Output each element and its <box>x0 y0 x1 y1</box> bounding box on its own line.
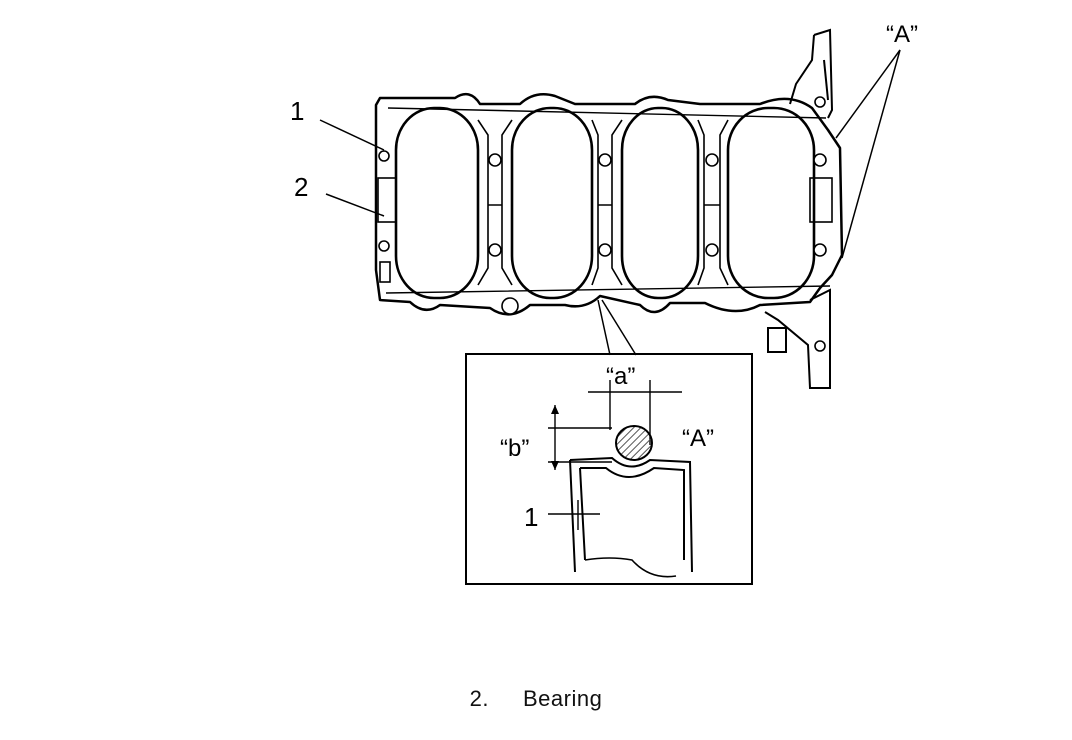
side-blocks <box>377 177 833 283</box>
caption-text: Bearing <box>523 686 603 711</box>
figure-caption: 2. Bearing <box>0 686 1072 712</box>
sealant-bead <box>615 425 653 461</box>
callout-b-detail: “b” <box>500 435 529 462</box>
bearing-bores <box>394 106 816 300</box>
callout-a-detail: “a” <box>606 363 635 390</box>
callout-A-detail: “A” <box>682 425 714 452</box>
detail-inset <box>465 353 753 585</box>
webs <box>477 119 729 286</box>
bolt-holes <box>378 96 827 352</box>
caption-number: 2. <box>469 686 489 711</box>
callout-1: 1 <box>290 96 304 126</box>
callout-2: 2 <box>294 172 308 202</box>
callout-1-detail: 1 <box>524 502 538 532</box>
upper-bracket <box>789 28 834 119</box>
leader-lines <box>319 49 901 356</box>
callout-A-top: “A” <box>886 21 918 48</box>
lower-bracket <box>764 288 831 389</box>
